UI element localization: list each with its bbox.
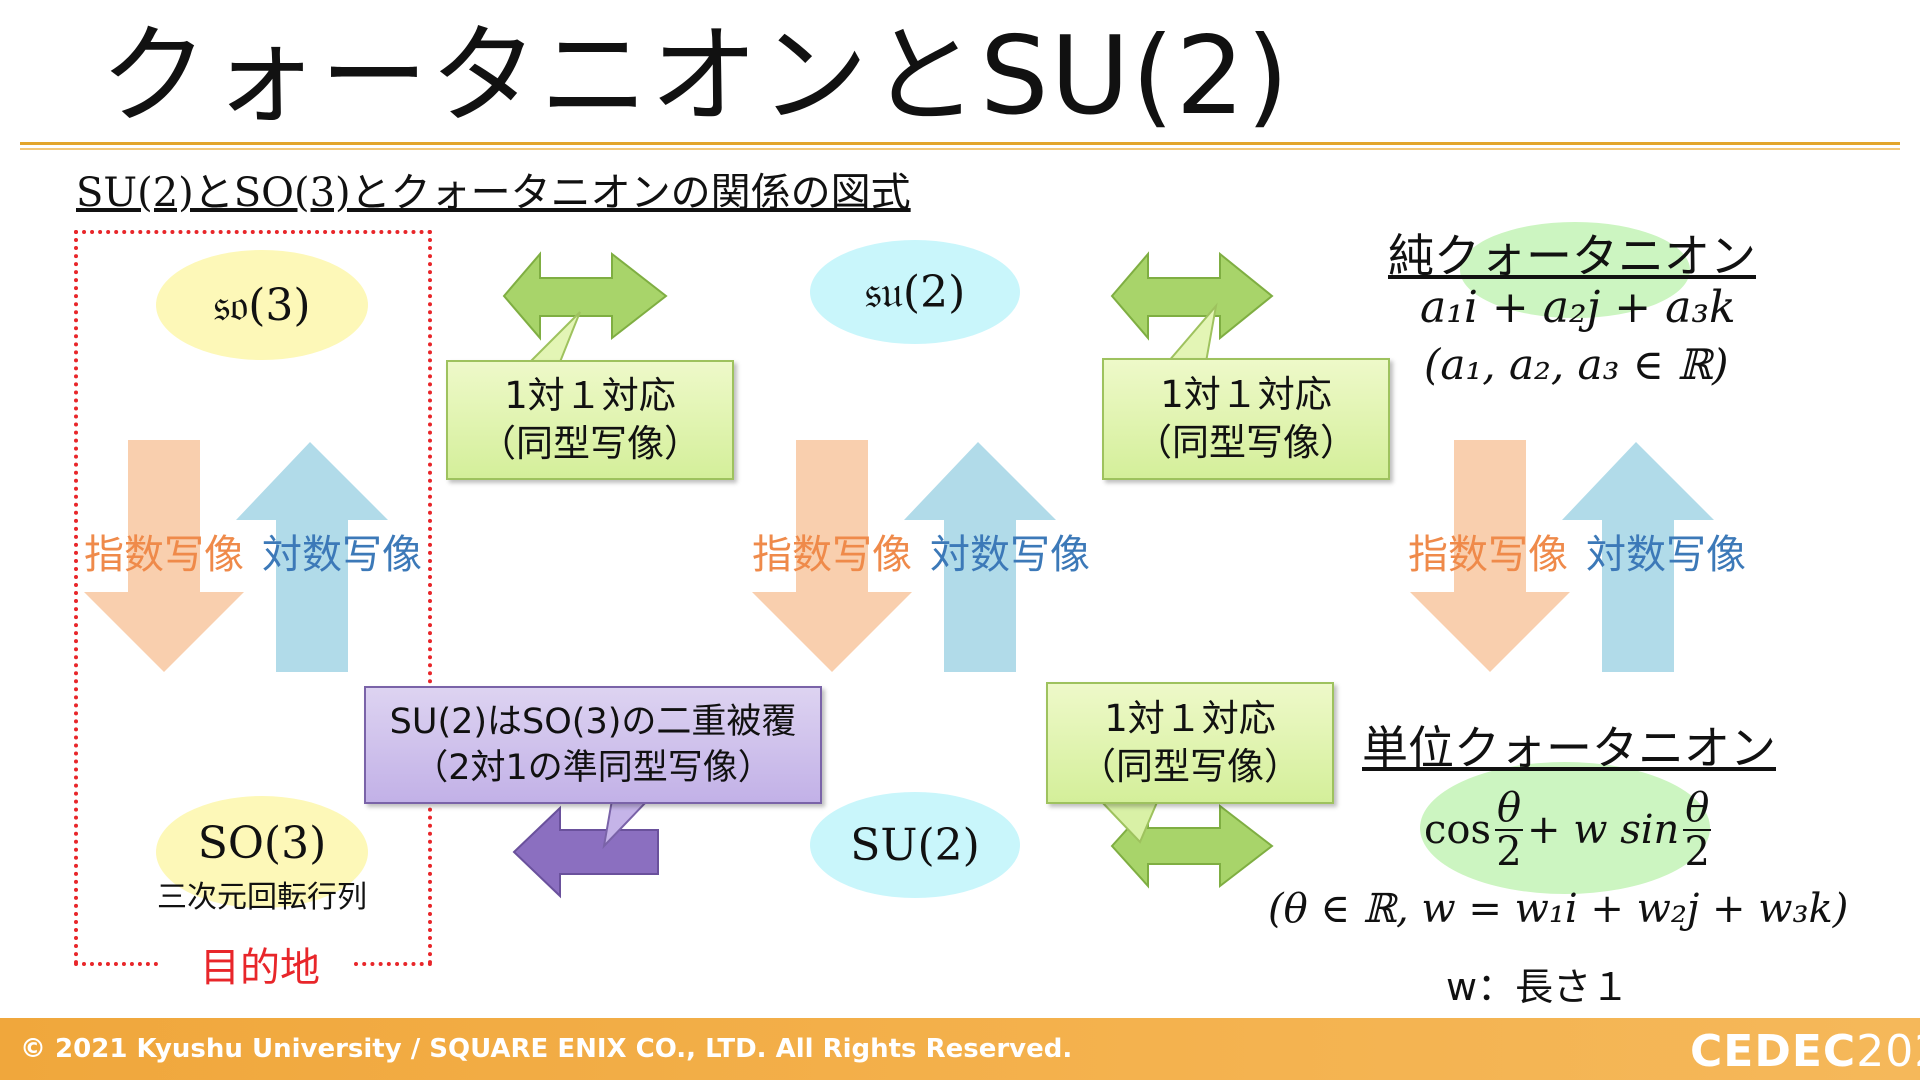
iso-callout-bottom-right: 1対１対応 （同型写像） [1046,682,1334,804]
so3-algebra-ellipse: 𝔰𝔬(3) [156,250,368,360]
iso-callout-line1: 1対１対応 [1104,697,1276,740]
unit-quaternion-heading: 単位クォータニオン [1362,721,1776,775]
double-cover-callout: SU(2)はSO(3)の二重被覆 （2対1の準同型写像） [364,686,822,804]
pure-quaternion-formula: a₁i + a₂j + a₃k [1420,282,1736,333]
theta-over-2-first: θ 2 [1495,785,1524,875]
exp-arrow-middle [752,440,912,672]
exp-label-middle: 指数写像 [752,532,912,578]
frac-den-1: 2 [1496,829,1522,875]
su2-group-ellipse: SU(2) [810,792,1020,898]
double-cover-arrow [512,805,659,899]
destination-frame-bottom-right [354,962,432,966]
copyright-text: © 2021 Kyushu University / SQUARE ENIX C… [20,1034,1073,1064]
logo-year: 2021 [1856,1026,1920,1077]
so3-group-caption: 三次元回転行列 [157,880,367,915]
slide-subtitle: SU(2)とSO(3)とクォータニオンの関係の図式 [76,170,911,216]
su2-algebra-label: 𝔰𝔲(2) [864,266,966,318]
log-arrow-middle [904,442,1056,672]
destination-frame [74,230,432,965]
exp-arrow-right [1410,440,1570,672]
cedec-logo: CEDEC2021 [1690,1026,1920,1077]
double-cover-line1: SU(2)はSO(3)の二重被覆 [389,702,797,742]
pure-quaternion-heading: 純クォータニオン [1388,229,1756,283]
iso-callout-line2: （同型写像） [479,422,701,465]
log-label-right: 対数写像 [1586,532,1746,578]
log-label-middle: 対数写像 [930,532,1090,578]
frac-den-2: 2 [1684,829,1710,875]
theta-over-2-second: θ 2 [1683,785,1712,875]
title-divider-thin [20,148,1900,150]
plus-w-sin-text: + w sin [1527,807,1680,853]
iso-callout-line2: （同型写像） [1079,745,1301,788]
so3-algebra-label: 𝔰𝔬(3) [213,279,311,331]
cos-text: cos [1424,807,1492,853]
iso-callout-top-right: 1対１対応 （同型写像） [1102,358,1390,480]
unit-quaternion-condition: (θ ∈ ℝ, w = w₁i + w₂j + w₃k) [1268,886,1849,932]
pure-quaternion-highlight [1460,222,1690,318]
unit-quaternion-formula: cos θ 2 + w sin θ 2 [1424,774,1715,886]
exp-arrow-left [84,440,244,672]
su2-algebra-ellipse: 𝔰𝔲(2) [810,240,1020,344]
iso-callout-top-left: 1対１対応 （同型写像） [446,360,734,480]
log-label-left: 対数写像 [262,532,422,578]
destination-frame-bottom-left [74,962,158,966]
iso-arrow-top-right [1110,251,1274,341]
iso-callout-line1: 1対１対応 [504,374,676,417]
double-cover-line2: （2対1の準同型写像） [413,748,773,788]
unit-quaternion-norm: w：長さ１ [1446,965,1630,1009]
log-arrow-left [236,442,388,672]
footer-bar [0,1018,1920,1080]
frac-bar-1 [1495,829,1524,831]
exp-label-right: 指数写像 [1408,532,1568,578]
pure-quaternion-condition: (a₁, a₂, a₃ ∈ ℝ) [1424,340,1729,389]
logo-text: CEDEC [1690,1026,1857,1077]
frac-bar-2 [1683,829,1712,831]
log-arrow-right [1562,442,1714,672]
slide-title: クォータニオンとSU(2) [100,14,1291,139]
iso-callout-line2: （同型写像） [1135,421,1357,464]
destination-label: 目的地 [200,945,320,991]
iso-callout-line1: 1対１対応 [1160,373,1332,416]
su2-group-label: SU(2) [850,819,980,871]
so3-group-ellipse [156,796,368,908]
title-divider [20,142,1900,145]
unit-quaternion-highlight [1420,762,1710,894]
iso-arrow-top-left [502,251,668,341]
frac-num-1: θ [1496,785,1522,831]
so3-group-label: SO(3) [197,818,327,869]
exp-label-left: 指数写像 [84,532,244,578]
frac-num-2: θ [1685,785,1710,831]
